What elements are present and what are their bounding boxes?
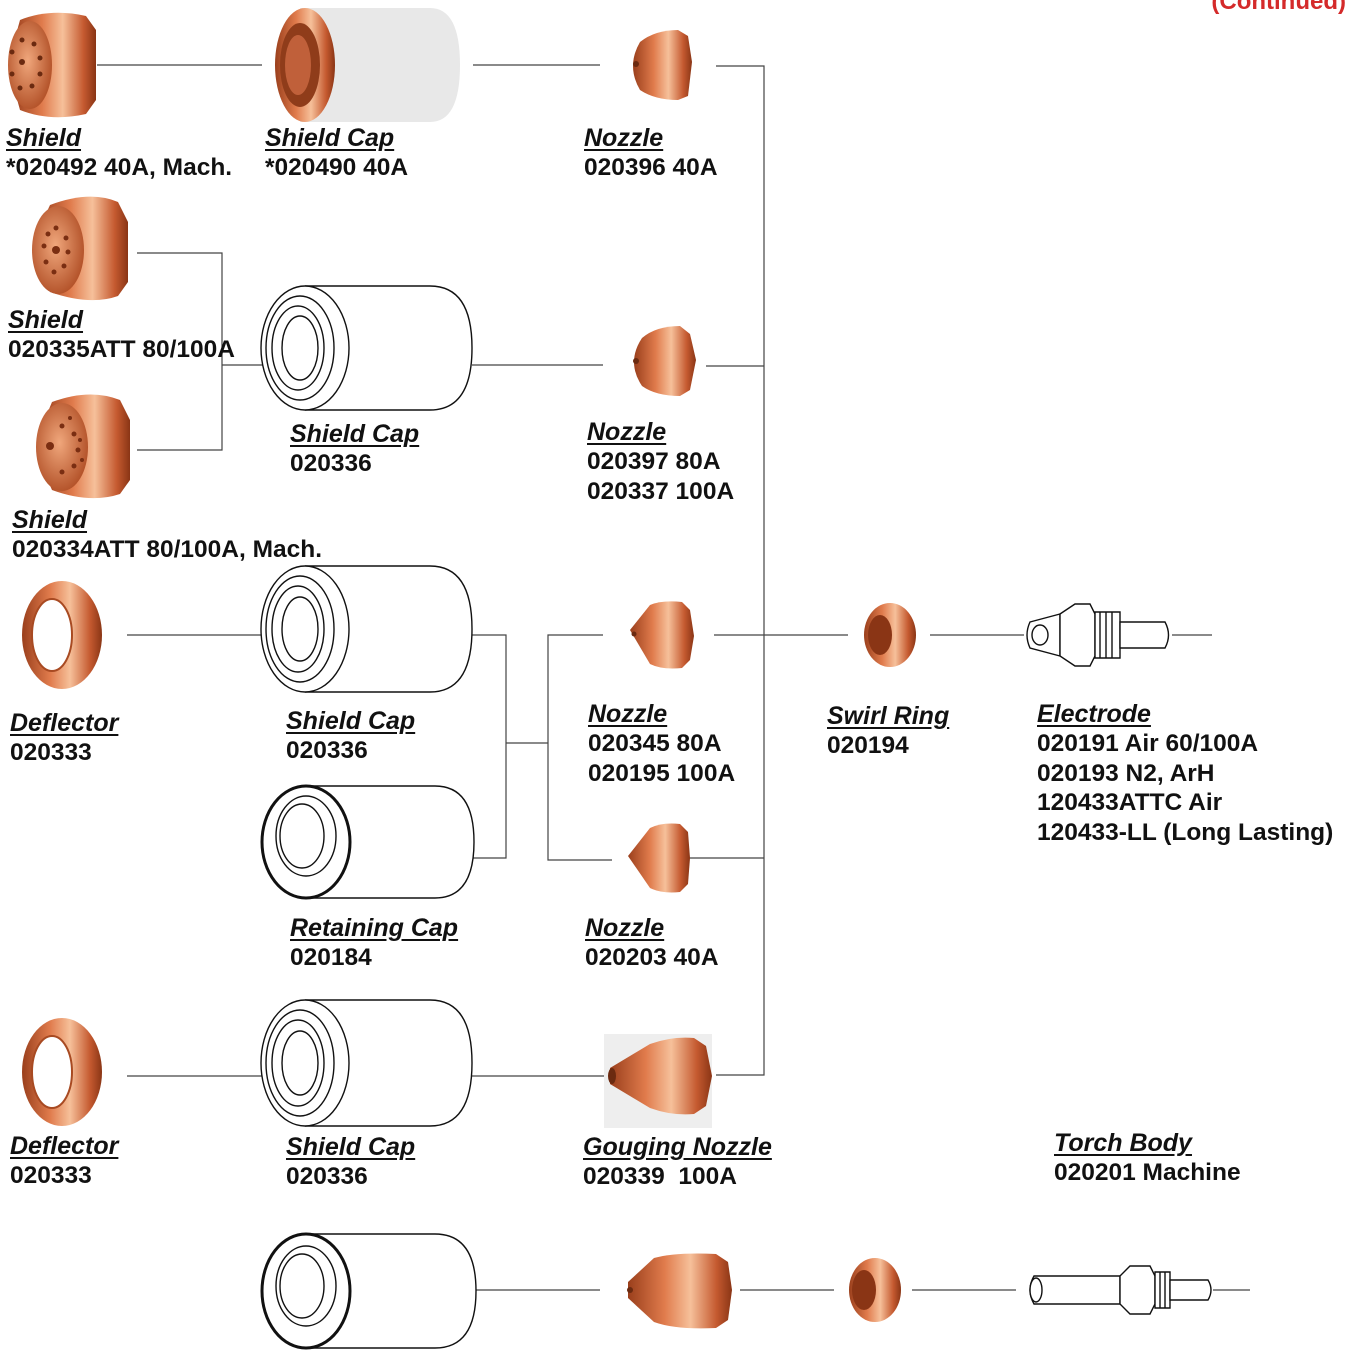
retaining-cap-label: Retaining Cap 020184 <box>290 916 458 971</box>
shield-3-image <box>36 394 130 498</box>
shield-2-label: Shield 020335ATT 80/100A <box>8 308 235 363</box>
swirl-ring-label: Swirl Ring 020194 <box>827 704 949 759</box>
deflector-2-image <box>22 1018 102 1126</box>
shield-cap-3-image <box>261 566 472 692</box>
shield-3-title: Shield <box>12 508 322 533</box>
deflector-1-part: 020333 <box>10 741 118 766</box>
nozzle-4-title: Nozzle <box>585 916 719 941</box>
gouging-nozzle-part: 020339 100A <box>583 1165 772 1190</box>
shield-1-part: *020492 40A, Mach. <box>6 156 232 181</box>
shield-cap-2-part: 020336 <box>290 452 419 477</box>
nozzle-bottom-image <box>627 1254 732 1329</box>
deflector-2-part: 020333 <box>10 1164 118 1189</box>
torch-body-label: Torch Body 020201 Machine <box>1054 1131 1241 1186</box>
torch-body-title: Torch Body <box>1054 1131 1241 1156</box>
electrode-image <box>1027 604 1169 666</box>
gouging-nozzle-label: Gouging Nozzle 020339 100A <box>583 1135 772 1190</box>
torch-body-part: 020201 Machine <box>1054 1161 1241 1186</box>
nozzle-1-part: 020396 40A <box>584 156 718 181</box>
deflector-1-title: Deflector <box>10 711 118 736</box>
electrode-part-1: 020191 Air 60/100A <box>1037 732 1333 757</box>
shield-1-title: Shield <box>6 126 232 151</box>
gouging-nozzle-title: Gouging Nozzle <box>583 1135 772 1160</box>
nozzle-3-image <box>630 601 694 668</box>
shield-cap-4-title: Shield Cap <box>286 1135 415 1160</box>
deflector-1-image <box>22 581 102 689</box>
retaining-cap-part: 020184 <box>290 946 458 971</box>
shield-cap-3-label: Shield Cap 020336 <box>286 709 415 764</box>
shield-cap-1-title: Shield Cap <box>265 126 408 151</box>
nozzle-1-image <box>633 30 692 100</box>
electrode-title: Electrode <box>1037 702 1333 727</box>
electrode-bottom-image <box>1030 1266 1211 1314</box>
electrode-part-4: 120433-LL (Long Lasting) <box>1037 821 1333 846</box>
shield-3-part: 020334ATT 80/100A, Mach. <box>12 538 322 563</box>
continued-fragment: (Continued) <box>1211 0 1346 16</box>
nozzle-2-label: Nozzle 020397 80A 020337 100A <box>587 420 734 504</box>
nozzle-2-image <box>633 326 696 396</box>
shield-1-image <box>8 13 96 117</box>
nozzle-2-part-2: 020337 100A <box>587 480 734 505</box>
deflector-1-label: Deflector 020333 <box>10 711 118 766</box>
nozzle-3-label: Nozzle 020345 80A 020195 100A <box>588 702 735 786</box>
electrode-part-3: 120433ATTC Air <box>1037 791 1333 816</box>
swirl-ring-part: 020194 <box>827 734 949 759</box>
shield-cap-1-part: *020490 40A <box>265 156 408 181</box>
nozzle-1-label: Nozzle 020396 40A <box>584 126 718 181</box>
swirl-ring-image <box>864 603 916 667</box>
nozzle-1-title: Nozzle <box>584 126 718 151</box>
shield-cap-2-title: Shield Cap <box>290 422 419 447</box>
shield-cap-2-label: Shield Cap 020336 <box>290 422 419 477</box>
shield-cap-4-label: Shield Cap 020336 <box>286 1135 415 1190</box>
shield-cap-4-image <box>261 1000 472 1126</box>
shield-1-label: Shield *020492 40A, Mach. <box>6 126 232 181</box>
retaining-cap-title: Retaining Cap <box>290 916 458 941</box>
nozzle-3-title: Nozzle <box>588 702 735 727</box>
deflector-2-label: Deflector 020333 <box>10 1134 118 1189</box>
shield-cap-4-part: 020336 <box>286 1165 415 1190</box>
nozzle-3-part-1: 020345 80A <box>588 732 735 757</box>
deflector-2-title: Deflector <box>10 1134 118 1159</box>
shield-cap-3-part: 020336 <box>286 739 415 764</box>
shield-cap-1-label: Shield Cap *020490 40A <box>265 126 408 181</box>
gouging-nozzle-image <box>604 1034 712 1128</box>
shield-cap-2-image <box>261 286 472 410</box>
shield-2-part: 020335ATT 80/100A <box>8 338 235 363</box>
retaining-cap-image <box>262 786 474 898</box>
shield-2-title: Shield <box>8 308 235 333</box>
nozzle-4-part: 020203 40A <box>585 946 719 971</box>
swirl-ring-bottom-image <box>849 1258 901 1322</box>
nozzle-4-label: Nozzle 020203 40A <box>585 916 719 971</box>
nozzle-2-title: Nozzle <box>587 420 734 445</box>
nozzle-4-image <box>628 824 690 893</box>
shield-2-image <box>32 197 128 300</box>
nozzle-2-part-1: 020397 80A <box>587 450 734 475</box>
electrode-part-2: 020193 N2, ArH <box>1037 762 1333 787</box>
retaining-cap-bottom-image <box>262 1234 476 1348</box>
nozzle-3-part-2: 020195 100A <box>588 762 735 787</box>
shield-cap-1-image <box>275 8 460 122</box>
electrode-label: Electrode 020191 Air 60/100A 020193 N2, … <box>1037 702 1333 845</box>
shield-cap-3-title: Shield Cap <box>286 709 415 734</box>
shield-3-label: Shield 020334ATT 80/100A, Mach. <box>12 508 322 563</box>
swirl-ring-title: Swirl Ring <box>827 704 949 729</box>
